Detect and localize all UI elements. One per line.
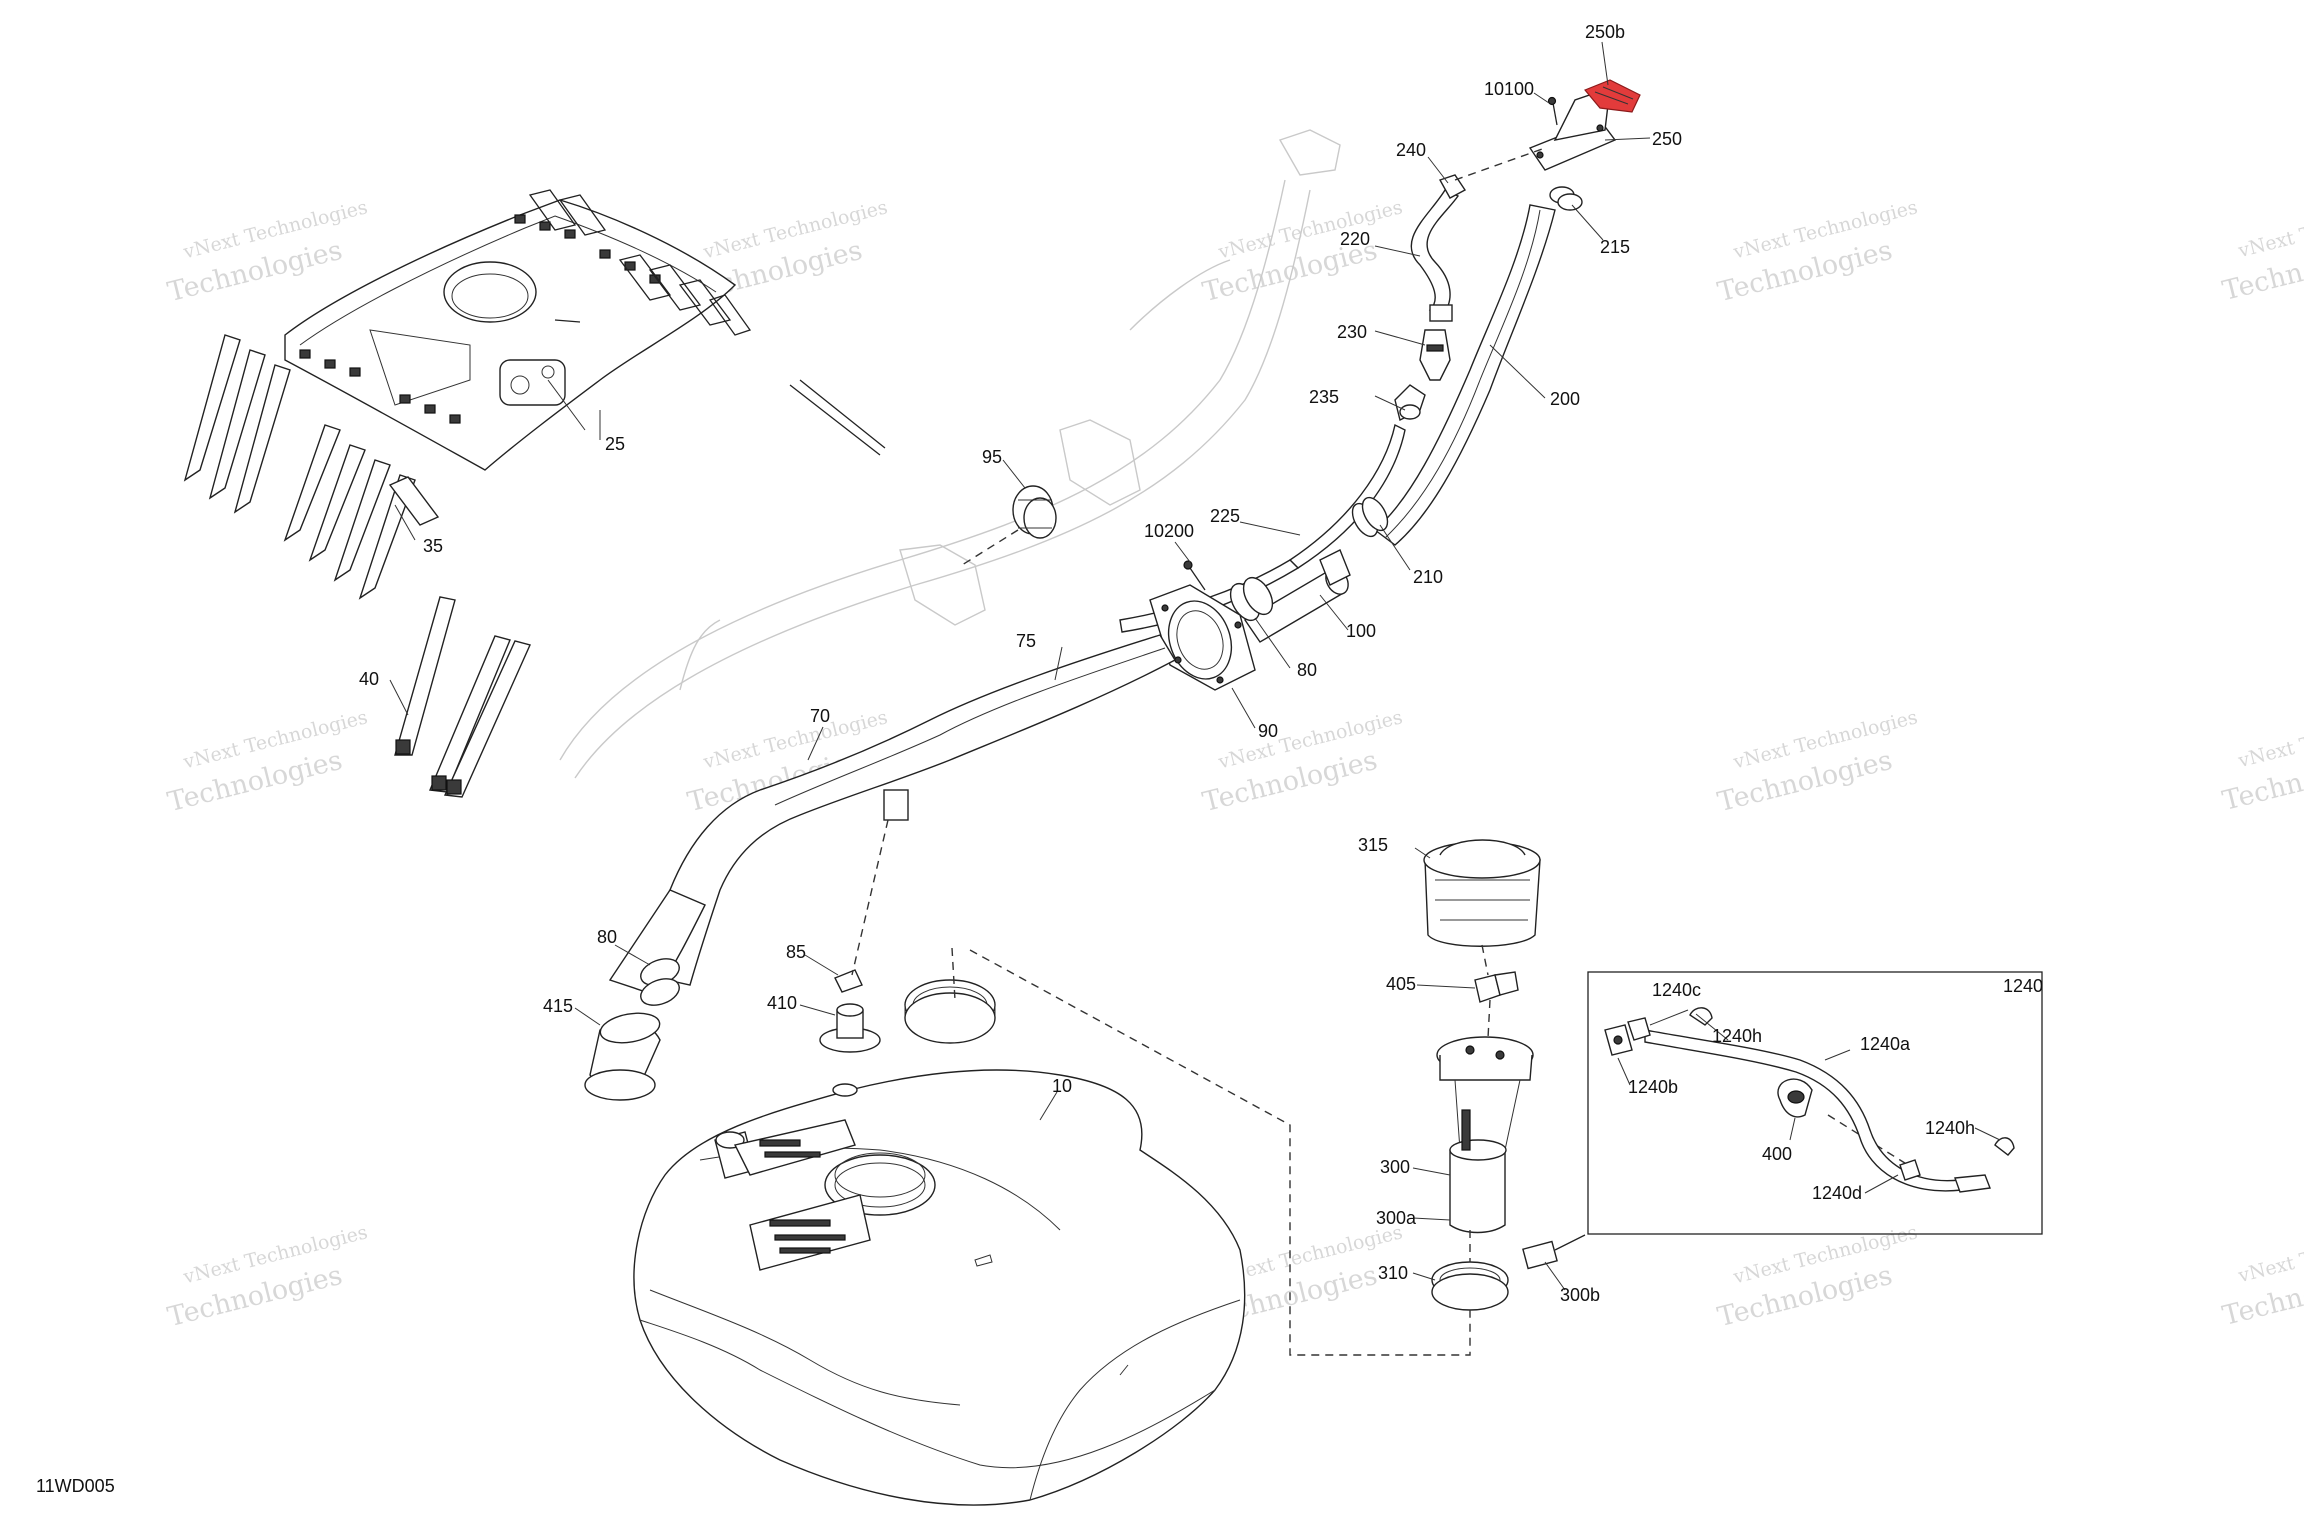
- filler-cap-250b: [1584, 79, 1641, 113]
- heat-shield-plate-25: [284, 189, 886, 471]
- callout-labels: 250b 10100 250 240 215 220 230 235 200 2…: [36, 22, 1975, 1496]
- callout-10100: 10100: [1484, 79, 1534, 99]
- hose-clamp-80-lower: [640, 958, 680, 1006]
- check-valve-230: [1419, 329, 1451, 381]
- callout-1240d: 1240d: [1812, 1183, 1862, 1203]
- callout-85: 85: [786, 942, 806, 962]
- fuel-pump-300: [1436, 1036, 1534, 1234]
- callout-215: 215: [1600, 237, 1630, 257]
- callout-1240b: 1240b: [1628, 1077, 1678, 1097]
- callout-415: 415: [543, 996, 573, 1016]
- hose-clamp-80-upper: [1229, 576, 1274, 622]
- callout-75: 75: [1016, 631, 1036, 651]
- vent-hose-220: [1410, 189, 1460, 322]
- callout-400: 400: [1762, 1144, 1792, 1164]
- clamp-215: [1549, 186, 1583, 211]
- filler-tube-200: [1373, 204, 1556, 546]
- callout-250: 250: [1652, 129, 1682, 149]
- watermark-text: vNext Technologies: [2235, 195, 2304, 262]
- bolt-10200: [1183, 560, 1206, 591]
- seal-ring-310: [1431, 1261, 1509, 1311]
- callout-95: 95: [982, 447, 1002, 467]
- callout-220: 220: [1340, 229, 1370, 249]
- leader-lines: [389, 41, 1651, 1291]
- connector-hose-100: [1244, 549, 1351, 643]
- fuel-sender-300b: [1522, 1234, 1586, 1270]
- grommet-415: [584, 1012, 661, 1101]
- callout-25: 25: [605, 434, 625, 454]
- callout-300b: 300b: [1560, 1285, 1600, 1305]
- callout-1240c: 1240c: [1652, 980, 1701, 1000]
- callout-90: 90: [1258, 721, 1278, 741]
- pump-filter-315: [1423, 839, 1541, 947]
- fuel-tank-10: [633, 1069, 1246, 1506]
- callout-300: 300: [1380, 1157, 1410, 1177]
- callout-405: 405: [1386, 974, 1416, 994]
- inset-box-1240: 1240: [1587, 971, 2043, 1235]
- callout-230: 230: [1337, 322, 1367, 342]
- vent-valve-410: [819, 1003, 881, 1053]
- fitting-235: [1399, 404, 1421, 420]
- callout-35: 35: [423, 536, 443, 556]
- callout-100: 100: [1346, 621, 1376, 641]
- callout-10: 10: [1052, 1076, 1072, 1096]
- diagram-code: 11WD005: [36, 1476, 115, 1496]
- watermark-text: vNext Technologies: [2235, 705, 2304, 772]
- callout-40: 40: [359, 669, 379, 689]
- strap-set-40: [394, 596, 531, 798]
- callout-80-upper: 80: [1297, 660, 1317, 680]
- callout-410: 410: [767, 993, 797, 1013]
- filler-neck-flange-90: [1149, 584, 1256, 691]
- callout-80-lower: 80: [597, 927, 617, 947]
- filler-cap-250b-red-cap: [1584, 79, 1641, 113]
- callout-310: 310: [1378, 1263, 1408, 1283]
- screw-10100: [1547, 96, 1558, 126]
- locking-ring: [904, 979, 996, 1044]
- strap-set-35: [183, 334, 440, 600]
- hose-clamp-210: [1351, 496, 1389, 538]
- callout-225: 225: [1210, 506, 1240, 526]
- callout-240: 240: [1396, 140, 1426, 160]
- callout-1240h-top: 1240h: [1712, 1026, 1762, 1046]
- adapter-95: [1012, 485, 1057, 539]
- callout-250b: 250b: [1585, 22, 1625, 42]
- callout-200: 200: [1550, 389, 1580, 409]
- callout-70: 70: [810, 706, 830, 726]
- callout-1240h-right: 1240h: [1925, 1118, 1975, 1138]
- callout-210: 210: [1413, 567, 1443, 587]
- inset-title: 1240: [2003, 976, 2043, 996]
- callout-10200: 10200: [1144, 521, 1194, 541]
- callout-300a: 300a: [1376, 1208, 1417, 1228]
- filler-tube-70: [608, 789, 909, 996]
- clip-85: [834, 969, 863, 993]
- callout-235: 235: [1309, 387, 1339, 407]
- callout-1240a: 1240a: [1860, 1034, 1911, 1054]
- watermark-text: vNext Technologies: [2235, 1220, 2304, 1287]
- callout-315: 315: [1358, 835, 1388, 855]
- elbow-405: [1474, 971, 1519, 1003]
